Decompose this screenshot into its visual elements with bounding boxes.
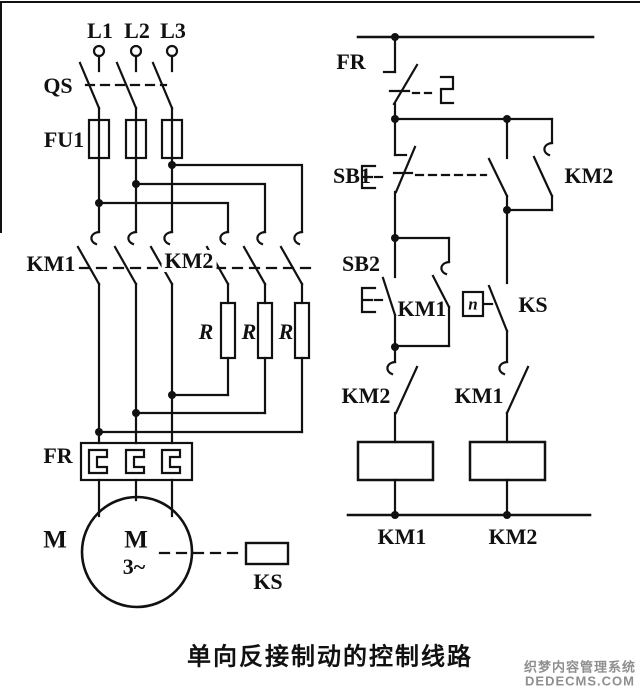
label-r3: R: [278, 319, 294, 344]
label-r1: R: [198, 319, 214, 344]
label-fu1: FU1: [43, 127, 85, 152]
km1-selfhold-contact: [393, 236, 451, 348]
label-m-phase: 3~: [122, 554, 146, 579]
km1-coil: [356, 440, 435, 517]
sb1-no-contact: [487, 117, 509, 285]
label-fr-ctrl: FR: [336, 49, 366, 74]
label-km2-interlock: KM2: [341, 383, 391, 408]
label-fr-main: FR: [43, 443, 73, 468]
control-junction-dots: [391, 33, 511, 519]
watermark-line2: DEDECMS.COM: [525, 673, 635, 689]
label-km1-interlock: KM1: [454, 383, 504, 408]
label-m-outer: M: [43, 526, 67, 554]
km2-main-contacts: [205, 230, 304, 286]
label-r2: R: [241, 319, 257, 344]
label-km2-main: KM2: [161, 250, 217, 272]
label-km1-selfhold: KM1: [397, 296, 447, 321]
power-circuit: [76, 44, 314, 609]
km1-interlock-contact: [498, 360, 530, 444]
label-km2-selfhold: KM2: [564, 163, 614, 188]
braking-resistors: [219, 282, 311, 434]
control-circuit: [346, 33, 595, 519]
label-l3: L3: [160, 18, 186, 43]
ks-speed-contact: [461, 284, 509, 364]
ks-speed-switch-box: [158, 541, 290, 566]
qs-switch: [78, 61, 174, 110]
motor-symbol: [80, 478, 194, 609]
caption: 单向反接制动的控制线路: [187, 643, 473, 671]
label-qs: QS: [43, 73, 73, 98]
label-sb1: SB1: [333, 163, 371, 188]
km1-output-wires: [97, 282, 174, 445]
phase-terminals: [92, 44, 179, 73]
sb2-start-button: [360, 236, 397, 349]
label-sb2: SB2: [342, 251, 380, 276]
label-n: n: [468, 294, 478, 314]
sb1-stop-button: [360, 117, 488, 240]
power-junction-dots: [95, 161, 176, 436]
km2-interlock-contact: [386, 345, 419, 444]
km2-selfhold-contact: [505, 117, 554, 212]
bottom-crossover: [97, 393, 304, 434]
label-km2-coil: KM2: [488, 524, 538, 549]
label-ks-ctrl: KS: [518, 292, 548, 317]
label-l2: L2: [124, 18, 150, 43]
km2-coil: [468, 440, 547, 517]
fr-heater: [79, 441, 194, 482]
label-km1-coil: KM1: [377, 524, 427, 549]
power-wires: [97, 106, 304, 234]
label-ks-main: KS: [253, 569, 283, 594]
km1-main-contacts: [76, 230, 174, 286]
label-km1-main: KM1: [26, 251, 76, 276]
fr-nc-contact: [382, 35, 455, 121]
scan-border: [0, 1, 640, 233]
label-l1: L1: [87, 18, 113, 43]
watermark-line1: 织梦内容管理系统: [523, 659, 637, 675]
label-m-inner: M: [124, 526, 148, 554]
